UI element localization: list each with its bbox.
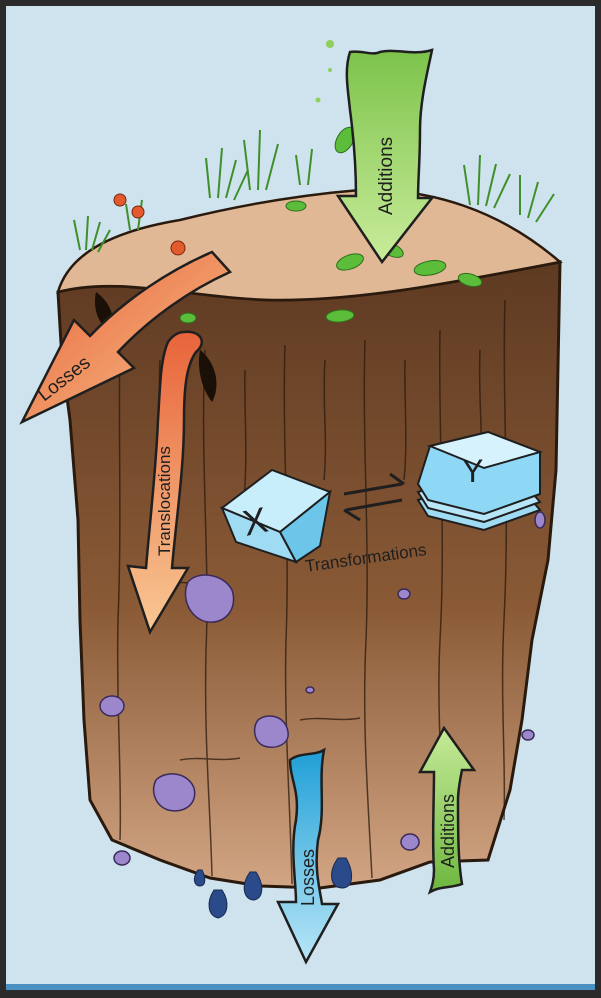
translocations-label: Translocations — [155, 446, 174, 556]
additions-top-label: Additions — [376, 137, 397, 215]
additions-bottom-label: Additions — [438, 794, 458, 868]
y-crystal: Y — [418, 432, 540, 530]
bottom-accent-bar — [6, 984, 595, 990]
losses-bottom-label: Losses — [298, 849, 318, 906]
y-label: Y — [462, 453, 483, 489]
